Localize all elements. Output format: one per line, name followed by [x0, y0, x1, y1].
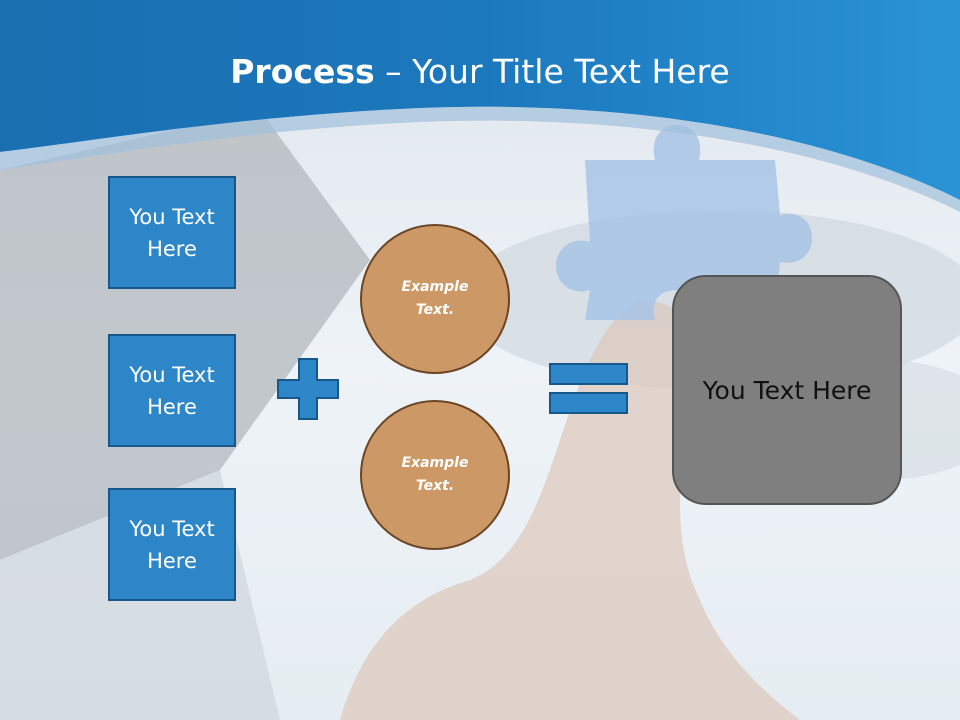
- input-box-label: You Text Here: [129, 204, 215, 261]
- example-circle-2[interactable]: Example Text.: [360, 400, 510, 550]
- title-rest: Your Title Text Here: [412, 52, 730, 91]
- result-box[interactable]: You Text Here: [672, 275, 902, 505]
- title-bold: Process: [230, 52, 375, 91]
- plus-icon: [277, 358, 339, 420]
- title-separator: –: [374, 52, 413, 91]
- example-circle-1[interactable]: Example Text.: [360, 224, 510, 374]
- example-circle-label: Example Text.: [401, 455, 469, 494]
- result-box-label: You Text Here: [702, 375, 872, 405]
- input-box-2[interactable]: You Text Here: [108, 334, 236, 447]
- page-title: Process – Your Title Text Here: [0, 52, 960, 91]
- input-box-3[interactable]: You Text Here: [108, 488, 236, 601]
- input-box-label: You Text Here: [129, 362, 215, 419]
- equals-icon: [549, 363, 628, 414]
- puzzle-piece-shape: [556, 125, 812, 320]
- example-circle-label: Example Text.: [401, 279, 469, 318]
- input-box-label: You Text Here: [129, 516, 215, 573]
- input-box-1[interactable]: You Text Here: [108, 176, 236, 289]
